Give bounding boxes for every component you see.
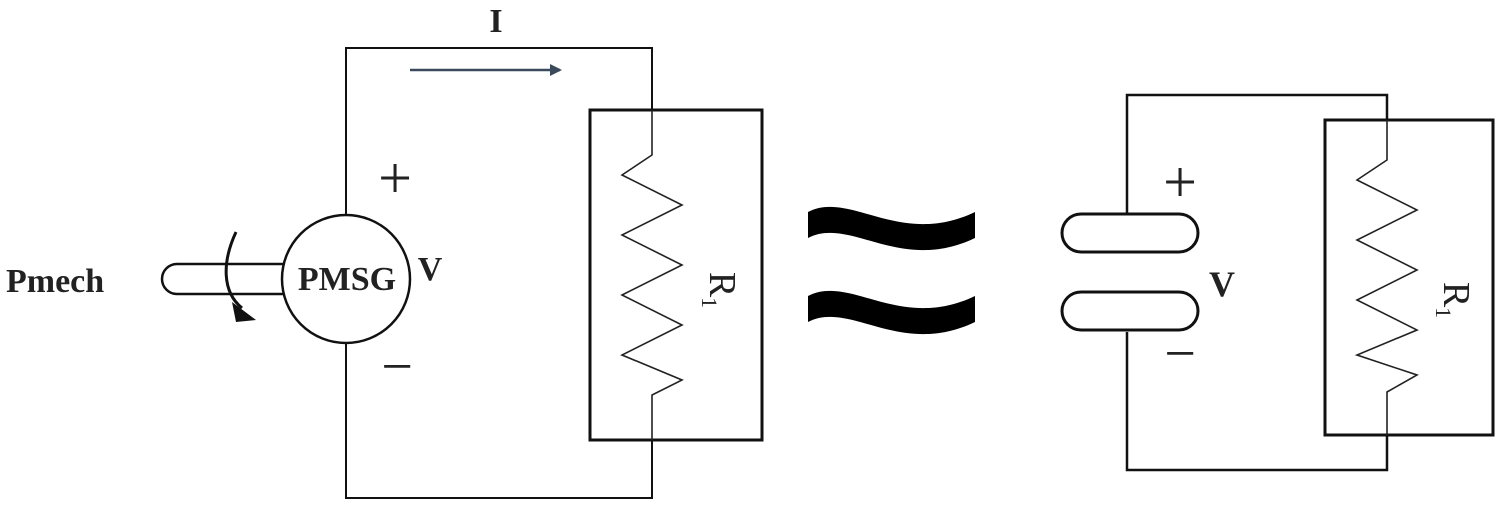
left-resistor-subscript: 1 — [697, 297, 722, 308]
approx-equal-icon: ≈ — [808, 206, 975, 335]
right-resistor-label: R1 — [1431, 282, 1477, 318]
left-minus-sign: − — [381, 336, 413, 398]
right-minus-sign: − — [1164, 323, 1196, 385]
left-bottom-wire — [345, 342, 653, 499]
right-resistor-box — [1323, 118, 1495, 437]
generator-label: PMSG — [298, 261, 396, 298]
left-circuit: I R1 + − PMSG Pmech V — [6, 3, 764, 499]
rotation-arrowhead-icon — [232, 302, 256, 322]
right-voltage-label: V — [1209, 264, 1235, 304]
right-bottom-wire — [1125, 332, 1389, 472]
left-voltage-label: V — [418, 251, 443, 288]
right-plus-sign: + — [1163, 149, 1197, 215]
right-resistor-letter: R — [1435, 282, 1477, 308]
right-resistor-zigzag — [1354, 120, 1419, 435]
left-resistor-box — [588, 108, 764, 442]
svg-text:R1: R1 — [1431, 282, 1477, 318]
input-shaft — [160, 262, 287, 296]
left-resistor-zigzag — [620, 110, 684, 440]
right-circuit: R1 + − V — [1060, 93, 1495, 472]
left-resistor-label: R1 — [697, 272, 743, 308]
svg-text:R1: R1 — [697, 272, 743, 308]
rotation-arrow — [224, 231, 243, 310]
current-label: I — [489, 3, 502, 40]
input-power-label: Pmech — [6, 263, 104, 300]
right-top-wire — [1125, 93, 1389, 213]
capacitor-bottom-plate — [1060, 290, 1200, 332]
left-top-wire — [345, 47, 653, 215]
capacitor-top-plate — [1060, 212, 1200, 254]
left-plus-sign: + — [378, 145, 412, 211]
right-resistor-subscript: 1 — [1431, 307, 1456, 318]
left-resistor-letter: R — [701, 272, 743, 298]
generator-circle — [280, 213, 412, 345]
